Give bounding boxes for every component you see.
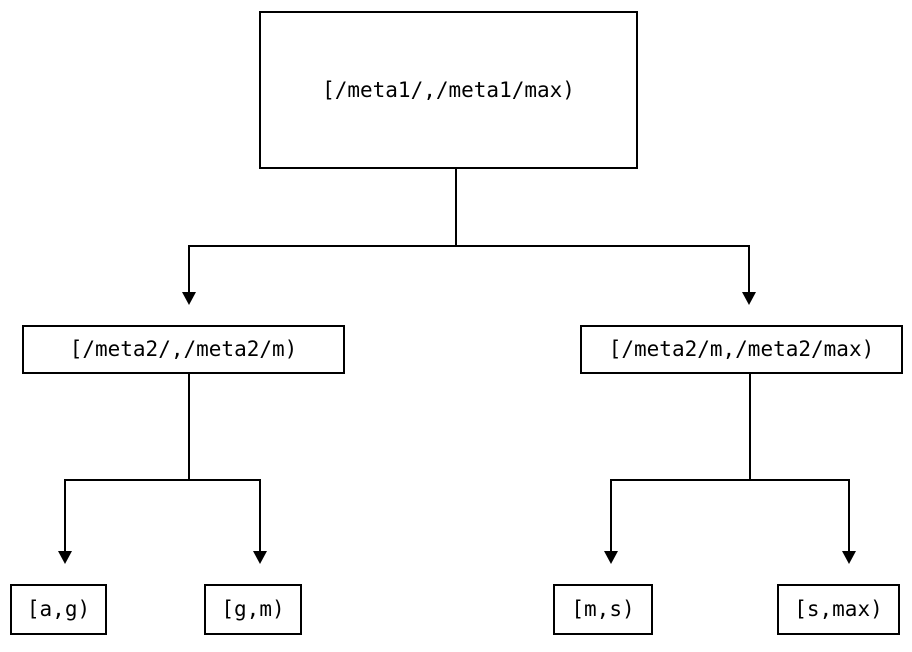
edge-mid-right-to-leaf3-drop bbox=[610, 479, 612, 552]
node-root[interactable]: [/meta1/,/meta1/max) bbox=[259, 11, 638, 169]
arrow-root-to-mid-right bbox=[742, 292, 756, 305]
edge-mid-left-to-leaf2-drop bbox=[259, 479, 261, 552]
node-mid-right[interactable]: [/meta2/m,/meta2/max) bbox=[580, 325, 903, 374]
edge-mid-right-stem bbox=[749, 374, 751, 481]
edge-mid-bus bbox=[188, 245, 750, 247]
node-leaf-4[interactable]: [s,max) bbox=[777, 584, 900, 635]
arrow-mid-right-to-leaf3 bbox=[604, 551, 618, 564]
edge-root-stem bbox=[455, 169, 457, 247]
edge-right-leaf-bus bbox=[610, 479, 850, 481]
node-leaf-4-label: [s,max) bbox=[794, 597, 883, 621]
arrow-mid-left-to-leaf2 bbox=[253, 551, 267, 564]
edge-left-leaf-bus bbox=[64, 479, 261, 481]
arrow-mid-left-to-leaf1 bbox=[58, 551, 72, 564]
node-leaf-2[interactable]: [g,m) bbox=[204, 584, 302, 635]
edge-mid-right-to-leaf4-drop bbox=[848, 479, 850, 552]
node-mid-right-label: [/meta2/m,/meta2/max) bbox=[608, 337, 875, 361]
arrow-root-to-mid-left bbox=[182, 292, 196, 305]
node-root-label: [/meta1/,/meta1/max) bbox=[322, 77, 575, 102]
node-leaf-2-label: [g,m) bbox=[221, 597, 285, 621]
edge-mid-left-stem bbox=[188, 374, 190, 481]
node-leaf-1[interactable]: [a,g) bbox=[10, 584, 107, 635]
node-leaf-3[interactable]: [m,s) bbox=[553, 584, 653, 635]
node-leaf-1-label: [a,g) bbox=[26, 597, 91, 621]
arrow-mid-right-to-leaf4 bbox=[842, 551, 856, 564]
node-mid-left-label: [/meta2/,/meta2/m) bbox=[69, 337, 298, 361]
edge-root-to-mid-left-drop bbox=[188, 245, 190, 293]
node-leaf-3-label: [m,s) bbox=[571, 597, 635, 621]
edge-mid-left-to-leaf1-drop bbox=[64, 479, 66, 552]
node-mid-left[interactable]: [/meta2/,/meta2/m) bbox=[22, 325, 345, 374]
edge-root-to-mid-right-drop bbox=[748, 245, 750, 293]
